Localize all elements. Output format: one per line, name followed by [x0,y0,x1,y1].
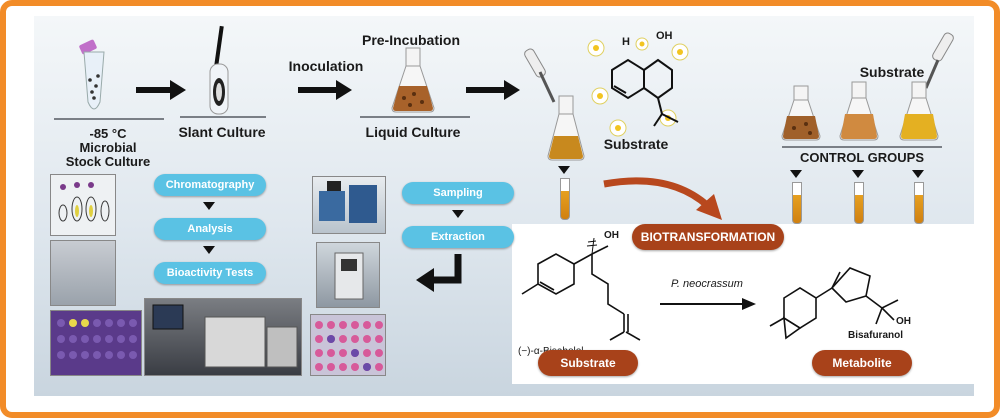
biotransformation-badge: BIOTRANSFORMATION [632,224,784,250]
stock-temp-label: -85 °C [89,126,127,141]
top-molecule-oh: OH [656,30,673,42]
control-flask-2-icon [839,81,879,141]
down-triangle-icon [452,210,464,218]
pipette-icon [524,48,556,103]
arrow-right-icon [466,80,520,100]
liquid-label: Liquid Culture [365,124,461,140]
pre-incubation-label: Pre-Incubation [361,32,460,48]
substrate-top-label: Substrate [603,136,669,152]
analysis-step: Analysis [154,218,266,240]
stock-underline [54,118,164,120]
organism-label: P. neocrassum [671,278,743,290]
control-groups-label: CONTROL GROUPS [800,150,924,165]
flask-icon [391,47,435,113]
return-arrow-icon [416,254,462,292]
curved-arrow-icon [603,177,722,220]
stock-tube-icon [79,39,105,110]
top-molecule-h: H [622,36,630,48]
liquid-underline [360,116,470,118]
bisafuranol-structure [769,267,899,340]
lab-equipment-image [316,242,380,308]
slant-tube-icon [209,25,229,115]
down-triangle-icon [558,166,570,174]
sample-tube-icon [854,182,864,224]
down-triangle-icon [852,170,864,178]
sample-tube-icon [914,182,924,224]
reaction-arrow-icon [660,298,756,310]
microplate-image [50,310,142,376]
slant-label: Slant Culture [178,124,266,140]
slant-underline [180,116,266,118]
down-triangle-icon [203,246,215,254]
bisafuranol-name: Bisafuranol [848,330,904,341]
bisafuranol-oh: OH [896,316,911,327]
stock-line3-label: Stock Culture [65,154,151,169]
arrow-right-icon [136,80,186,100]
down-triangle-icon [203,202,215,210]
hplc-instrument-image [312,176,386,234]
bisabolol-oh: OH [604,230,619,241]
pipette-icon [924,32,954,89]
substrate-badge: Substrate [538,350,638,376]
down-triangle-icon [912,170,924,178]
tlc-plate-image [50,174,116,236]
lab-computer-image [144,298,302,376]
arrow-right-icon [298,80,352,100]
inoculation-label: Inoculation [288,58,364,74]
substrate-right-label: Substrate [859,64,925,80]
sample-tube-icon [560,178,570,220]
chromatography-step: Chromatography [154,174,266,196]
metabolite-badge: Metabolite [812,350,912,376]
tlc-chamber-image [50,240,116,306]
flask-icon [547,95,585,161]
bioactivity-step: Bioactivity Tests [154,262,266,284]
sample-tube-icon [792,182,802,224]
stock-line2-label: Microbial [79,140,137,155]
bisabolol-structure [521,237,641,341]
pink-microplate-image [310,314,386,376]
control-flask-1-icon [781,85,821,141]
extraction-step: Extraction [402,226,514,248]
sampling-step: Sampling [402,182,514,204]
control-flask-3-icon [899,81,939,141]
control-groups-rule [782,146,942,148]
bisabolol-molecule-drawing [587,37,689,137]
down-triangle-icon [790,170,802,178]
